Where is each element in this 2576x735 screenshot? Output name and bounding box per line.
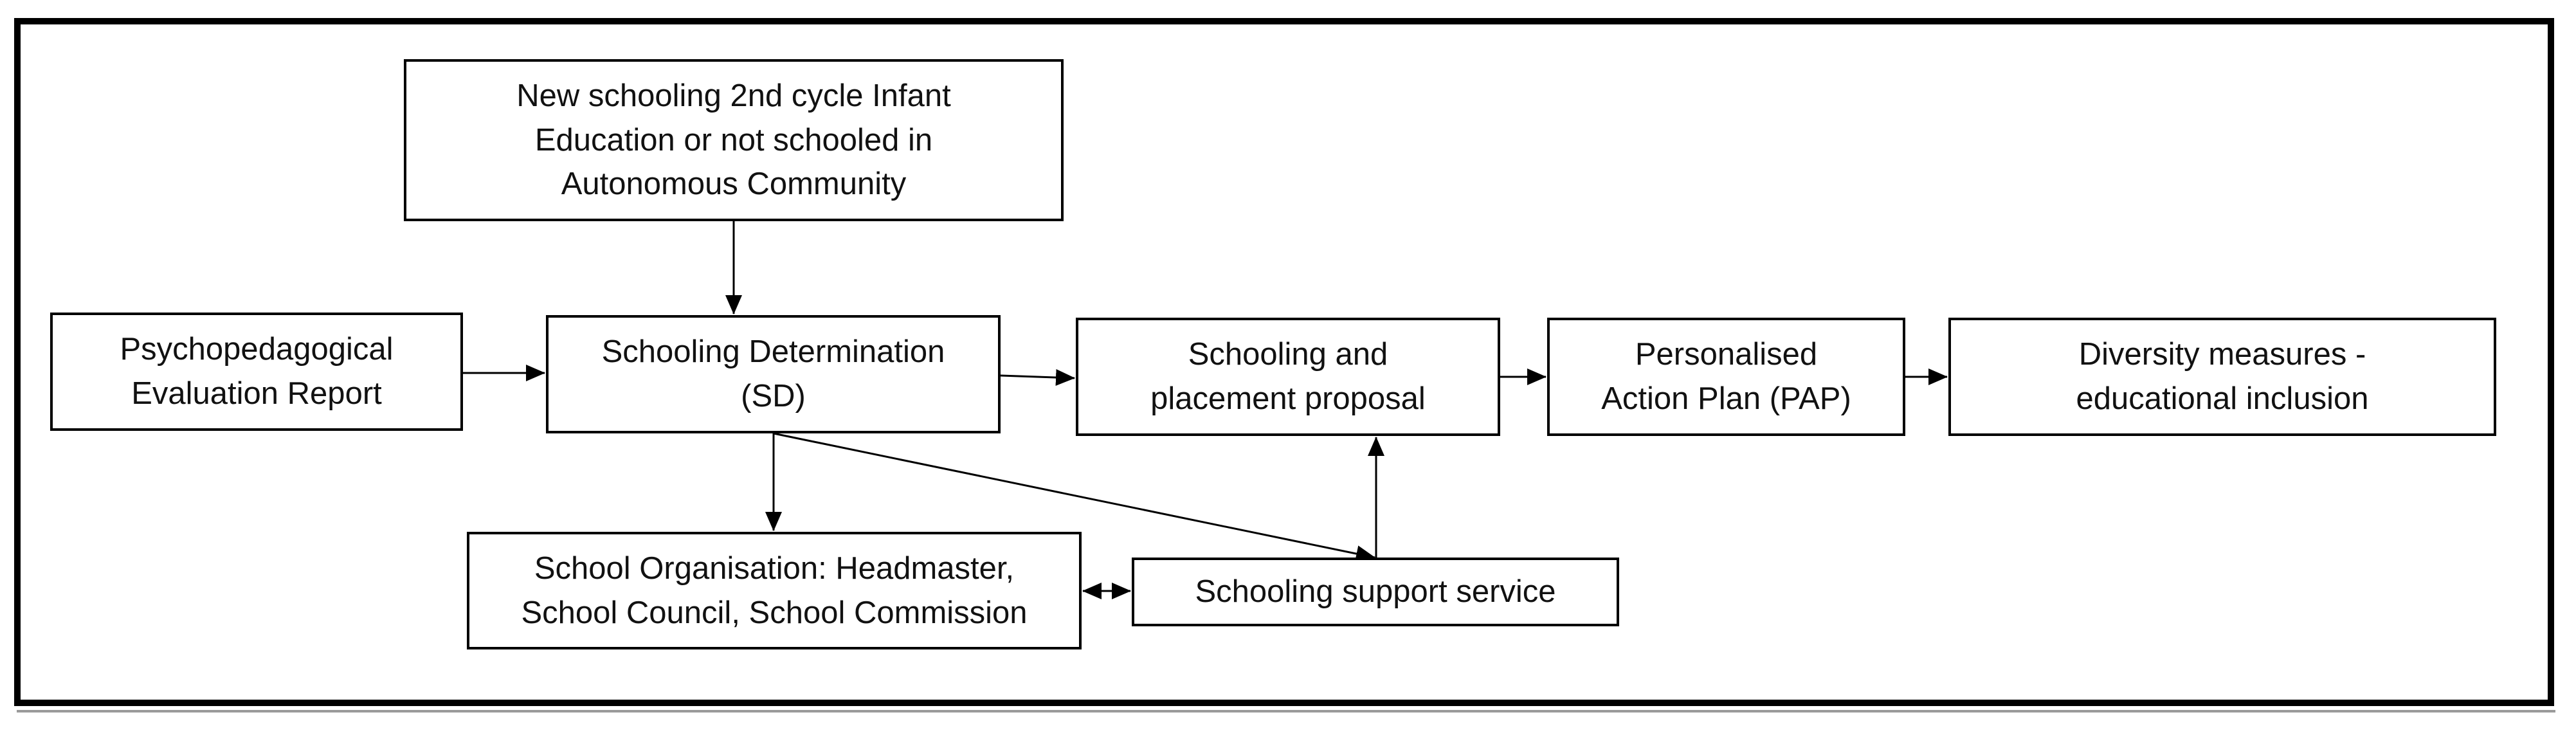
node-support-line-1: Schooling support service: [1195, 574, 1556, 610]
edge-sd-to-proposal: [1000, 368, 1075, 386]
node-proposal-line-1: Schooling and: [1188, 337, 1388, 372]
frame-shadow: [17, 710, 2555, 712]
node-psychopedagogical-report: Psychopedagogical Evaluation Report: [50, 313, 463, 431]
node-schooling-determination: Schooling Determination (SD): [546, 315, 1001, 433]
node-new-schooling-line-3: Autonomous Community: [561, 167, 907, 202]
node-organisation-line-2: School Council, School Commission: [521, 595, 1028, 630]
node-pap-line-2: Action Plan (PAP): [1601, 381, 1851, 416]
node-sd-line-2: (SD): [741, 379, 806, 413]
node-organisation-line-1: School Organisation: Headmaster,: [534, 550, 1015, 586]
node-diversity-measures: Diversity measures - educational inclusi…: [1948, 318, 2496, 436]
node-personalised-action-plan: Personalised Action Plan (PAP): [1547, 318, 1905, 436]
node-new-schooling-line-1: New schooling 2nd cycle Infant: [516, 78, 951, 114]
node-diversity-line-2: educational inclusion: [2076, 381, 2369, 416]
edge-sd-to-support: [773, 432, 1375, 562]
node-support-service: Schooling support service: [1132, 558, 1619, 626]
node-sd-line-1: Schooling Determination: [601, 334, 945, 370]
node-school-organisation: School Organisation: Headmaster, School …: [467, 532, 1082, 649]
node-diversity-line-1: Diversity measures -: [2078, 337, 2366, 372]
node-new-schooling-line-2: Education or not schooled in: [534, 122, 933, 158]
node-new-schooling: New schooling 2nd cycle Infant Education…: [404, 59, 1064, 221]
node-proposal-line-2: placement proposal: [1150, 381, 1426, 416]
node-psychopedagogical-line-2: Evaluation Report: [131, 376, 382, 411]
node-pap-line-1: Personalised: [1635, 337, 1818, 372]
node-placement-proposal: Schooling and placement proposal: [1076, 318, 1500, 436]
node-psychopedagogical-line-1: Psychopedagogical: [120, 332, 394, 367]
